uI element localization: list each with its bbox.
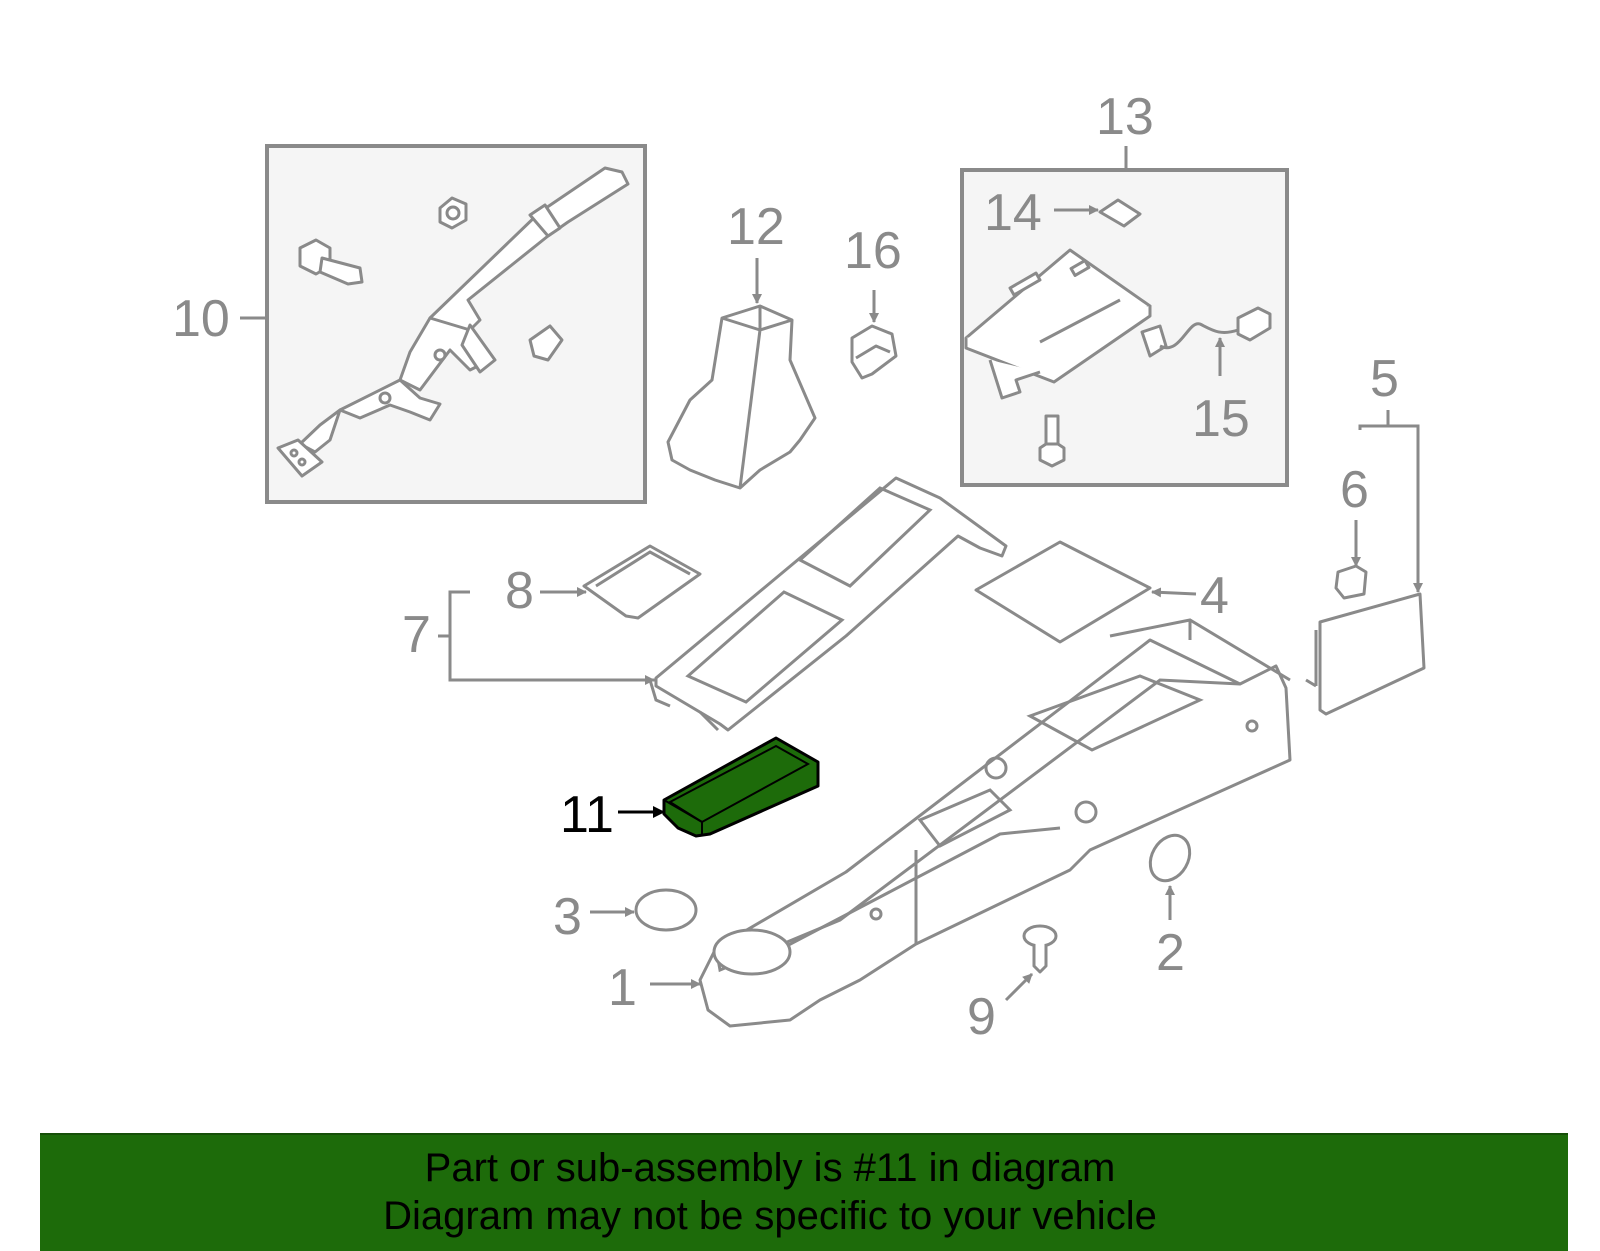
callout-16: 16: [844, 222, 902, 280]
part-9-clip: [1004, 924, 1058, 1002]
banner-line-2: Diagram may not be specific to your vehi…: [383, 1194, 1157, 1238]
callout-7: 7: [402, 606, 431, 664]
banner-line-1: Part or sub-assembly is #11 in diagram: [424, 1146, 1116, 1190]
callout-14: 14: [984, 184, 1042, 242]
callout-5: 5: [1370, 350, 1399, 408]
part-1-console: [650, 618, 1292, 1028]
callout-3: 3: [553, 888, 582, 946]
callout-11: 11: [560, 786, 614, 844]
callout-12: 12: [727, 198, 785, 256]
callout-4: 4: [1200, 567, 1229, 625]
callout-9: 9: [967, 988, 996, 1046]
callout-8: 8: [505, 562, 534, 620]
part-12-shift-boot: [666, 258, 817, 490]
part-7-upper-panel: [438, 476, 1008, 732]
callout-10: 10: [172, 290, 230, 348]
callout-2: 2: [1156, 924, 1185, 982]
callout-1: 1: [608, 959, 637, 1017]
part-2-plug: [1148, 833, 1192, 920]
part-10-parking-brake-assembly: [240, 144, 647, 504]
part-11-tray-highlighted: [618, 736, 820, 838]
callout-15: 15: [1192, 390, 1250, 448]
part-3-ring: [590, 888, 698, 932]
callout-13: 13: [1096, 88, 1154, 146]
part-5-side-panel: [1305, 410, 1426, 716]
callout-6: 6: [1340, 461, 1369, 519]
part-4-pad: [974, 540, 1197, 644]
part-8-lid: [582, 544, 702, 620]
info-banner: Part or sub-assembly is #11 in diagram D…: [40, 1133, 1568, 1251]
part-16-bracket: [850, 290, 898, 380]
part-13-switch-panel-assembly: [960, 146, 1289, 487]
